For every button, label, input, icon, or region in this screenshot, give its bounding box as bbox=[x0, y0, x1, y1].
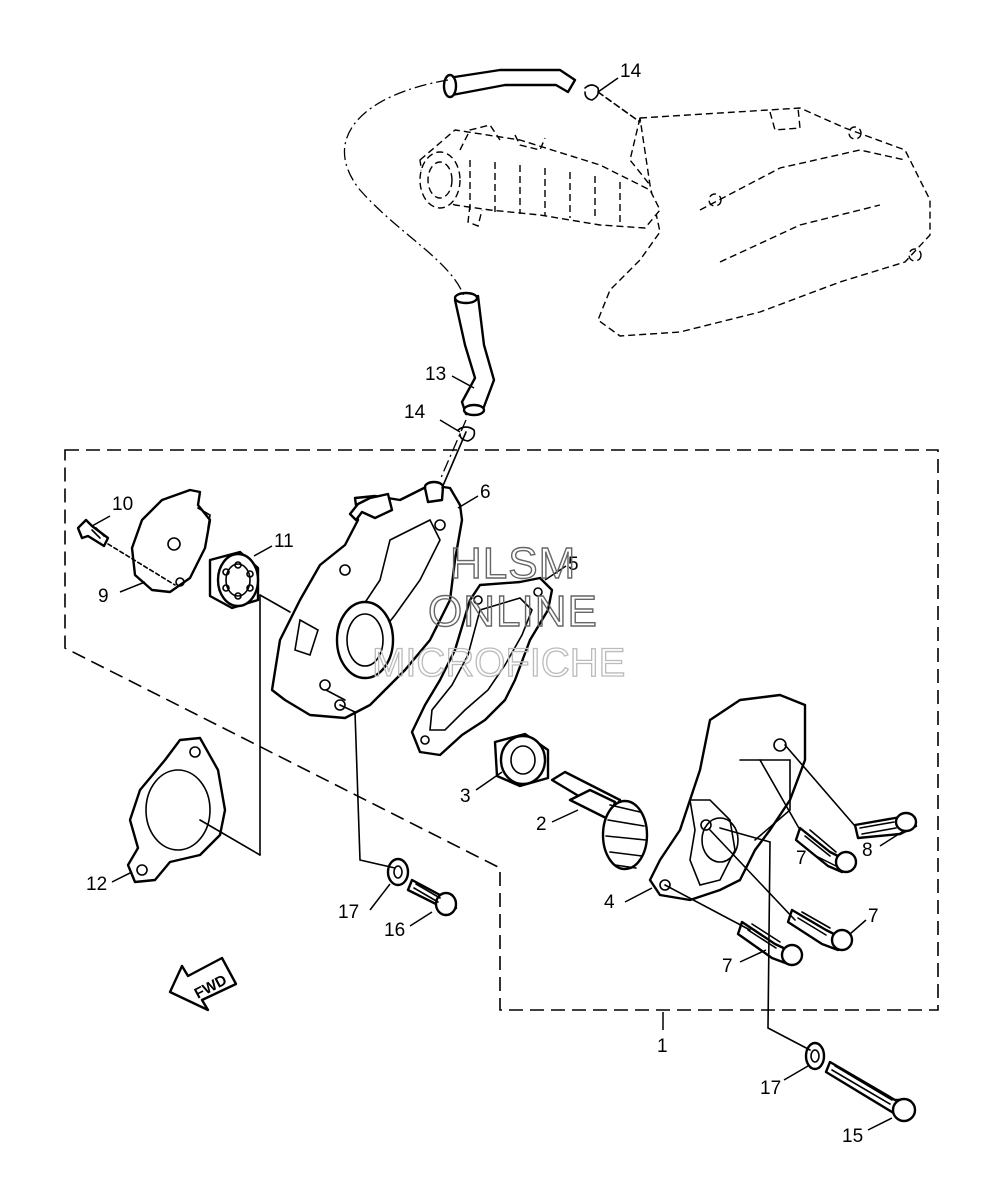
callout-5: 5 bbox=[568, 554, 579, 575]
impeller-shaft[interactable] bbox=[550, 770, 649, 871]
hose-clip-upper[interactable] bbox=[584, 84, 641, 123]
pump-housing[interactable] bbox=[270, 480, 464, 720]
plate-screw[interactable] bbox=[76, 518, 110, 548]
housing-gasket[interactable] bbox=[410, 576, 554, 757]
cover-gasket[interactable] bbox=[126, 736, 227, 884]
callout-7-lower: 7 bbox=[722, 956, 733, 977]
callout-1: 1 bbox=[657, 1036, 668, 1057]
callout-13: 13 bbox=[425, 364, 446, 385]
callout-14-lower: 14 bbox=[404, 402, 426, 423]
watermark-line-3: MICROFICHE bbox=[372, 641, 625, 685]
engine-reference-outline bbox=[419, 107, 931, 337]
callout-4: 4 bbox=[604, 892, 615, 913]
cover-bolt-7-lower[interactable] bbox=[736, 920, 804, 967]
watermark: HLSM ONLINE MICROFICHE bbox=[371, 538, 626, 685]
callout-17-upper: 17 bbox=[338, 902, 359, 923]
callout-9: 9 bbox=[98, 586, 109, 607]
assembly-axis-lines bbox=[199, 594, 856, 1051]
forward-direction-arrow: FWD bbox=[168, 956, 238, 1012]
callout-10: 10 bbox=[112, 494, 133, 515]
housing-bolt-16[interactable] bbox=[406, 878, 458, 917]
cover-bolt-8[interactable] bbox=[853, 811, 918, 840]
watermark-line-1: HLSM bbox=[450, 539, 576, 588]
callout-2: 2 bbox=[536, 814, 547, 835]
impeller-plate[interactable] bbox=[130, 488, 212, 594]
callout-6: 6 bbox=[480, 482, 491, 503]
bearing-upper[interactable] bbox=[208, 550, 260, 610]
cover-bolt-7-upper[interactable] bbox=[794, 826, 858, 874]
cover-bolt-7-right[interactable] bbox=[786, 908, 854, 952]
housing-hose-link bbox=[441, 431, 467, 489]
hose-clip-lower[interactable] bbox=[457, 426, 476, 442]
callout-14-upper: 14 bbox=[620, 61, 642, 82]
pump-assembly-boundary bbox=[64, 449, 939, 1011]
washer-lower[interactable] bbox=[804, 1041, 826, 1071]
callout-16: 16 bbox=[384, 920, 405, 941]
screw-axis bbox=[107, 543, 176, 586]
callout-12: 12 bbox=[86, 874, 107, 895]
callout-15: 15 bbox=[842, 1126, 863, 1147]
pump-cover[interactable] bbox=[648, 693, 807, 902]
callout-labels: 14 13 14 6 10 11 9 5 3 2 12 17 16 4 7 8 … bbox=[86, 61, 879, 1147]
watermark-line-2: ONLINE bbox=[428, 587, 598, 636]
coolant-hose[interactable] bbox=[442, 68, 577, 417]
long-bolt-15[interactable] bbox=[824, 1060, 917, 1123]
bearing-lower[interactable] bbox=[493, 732, 550, 788]
callout-leaders bbox=[91, 77, 903, 1131]
callout-7-right: 7 bbox=[868, 906, 879, 927]
hose-route-line bbox=[343, 79, 465, 297]
callout-8: 8 bbox=[862, 840, 873, 861]
callout-3: 3 bbox=[460, 786, 471, 807]
callout-11: 11 bbox=[274, 531, 294, 552]
washer-upper[interactable] bbox=[386, 857, 410, 887]
callout-7-upper: 7 bbox=[796, 848, 807, 869]
callout-17-lower: 17 bbox=[760, 1078, 781, 1099]
